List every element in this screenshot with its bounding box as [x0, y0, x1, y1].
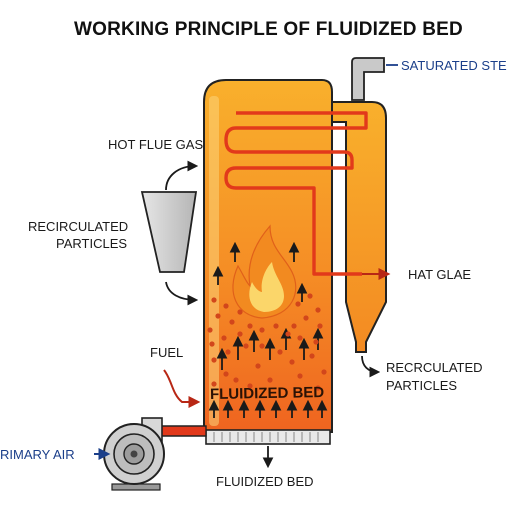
- bed-particle: [207, 327, 213, 333]
- fuel-feed-arrow: [163, 369, 201, 408]
- bed-particle: [315, 307, 321, 313]
- bed-particle: [211, 381, 217, 387]
- recirculated-particles-arrow: [361, 355, 381, 378]
- bed-particle: [223, 371, 229, 377]
- bed-particle: [229, 319, 235, 325]
- bed-particle: [247, 383, 253, 389]
- heat-exchanger-tube: [224, 111, 368, 276]
- fuel-label: FUEL: [150, 345, 183, 360]
- vessel-highlight: [209, 96, 219, 426]
- bed-particle: [285, 331, 291, 337]
- bed-particle: [295, 301, 301, 307]
- hat-glae-label: HAT GLAE: [408, 267, 471, 282]
- bed-particle: [297, 335, 303, 341]
- primary-air-label: RIMARY AIR: [0, 447, 75, 462]
- bed-particle: [259, 343, 265, 349]
- bed-particle: [307, 293, 313, 299]
- bed-particle: [237, 331, 243, 337]
- recirculated-particles-right-line2: PARTICLES: [386, 378, 457, 393]
- bed-particles: [207, 293, 327, 391]
- cyclone-separator: [321, 101, 387, 353]
- cyclone-hopper-icon: [140, 191, 198, 273]
- bed-particle: [317, 323, 323, 329]
- bed-particle: [267, 377, 273, 383]
- flame-icon: [232, 224, 297, 319]
- bed-particle: [313, 339, 319, 345]
- fluidized-bed-bottom-label: FLUIDIZED BED: [216, 474, 314, 489]
- bed-particle: [209, 341, 215, 347]
- recirculated-particles-left-line1: RECIRCULATED: [28, 219, 128, 234]
- bed-particle: [321, 369, 327, 375]
- recirculated-particles-right-line1: RECRCULATED: [386, 360, 483, 375]
- bed-particle: [215, 313, 221, 319]
- diagram-title: WORKING PRINCIPLE OF FLUIDIZED BED: [74, 19, 463, 40]
- recirculated-particles-left-line2: PARTICLES: [56, 236, 127, 251]
- bed-particle: [225, 349, 231, 355]
- steam-outlet-pipe: [351, 57, 385, 101]
- bed-particle: [247, 323, 253, 329]
- bed-inside-label: FLUIDIZED BED: [210, 384, 325, 403]
- bed-particle: [255, 363, 261, 369]
- hot-flue-gas-arrow: [165, 160, 199, 191]
- bed-particle: [211, 297, 217, 303]
- recirculated-return-arrow: [165, 281, 199, 306]
- bed-particle: [277, 349, 283, 355]
- bed-particle: [211, 357, 217, 363]
- bed-particle: [233, 377, 239, 383]
- bed-particle: [289, 359, 295, 365]
- distributor-plate: [205, 429, 331, 445]
- bed-particle: [223, 303, 229, 309]
- bed-particle: [291, 323, 297, 329]
- bed-particle: [315, 385, 321, 391]
- bed-particle: [243, 343, 249, 349]
- fan-blower-icon: [103, 417, 165, 491]
- bed-particle: [259, 327, 265, 333]
- bed-particle: [221, 335, 227, 341]
- bed-particle: [273, 323, 279, 329]
- saturated-steam-label: SATURATED STE: [401, 58, 507, 73]
- bed-particle: [309, 353, 315, 359]
- bed-particle: [237, 309, 243, 315]
- bed-particle: [303, 315, 309, 321]
- primary-air-duct: [155, 425, 207, 437]
- bed-particle: [297, 373, 303, 379]
- upward-flow-arrows: [208, 241, 328, 418]
- hot-flue-gas-label: HOT FLUE GAS: [108, 137, 203, 152]
